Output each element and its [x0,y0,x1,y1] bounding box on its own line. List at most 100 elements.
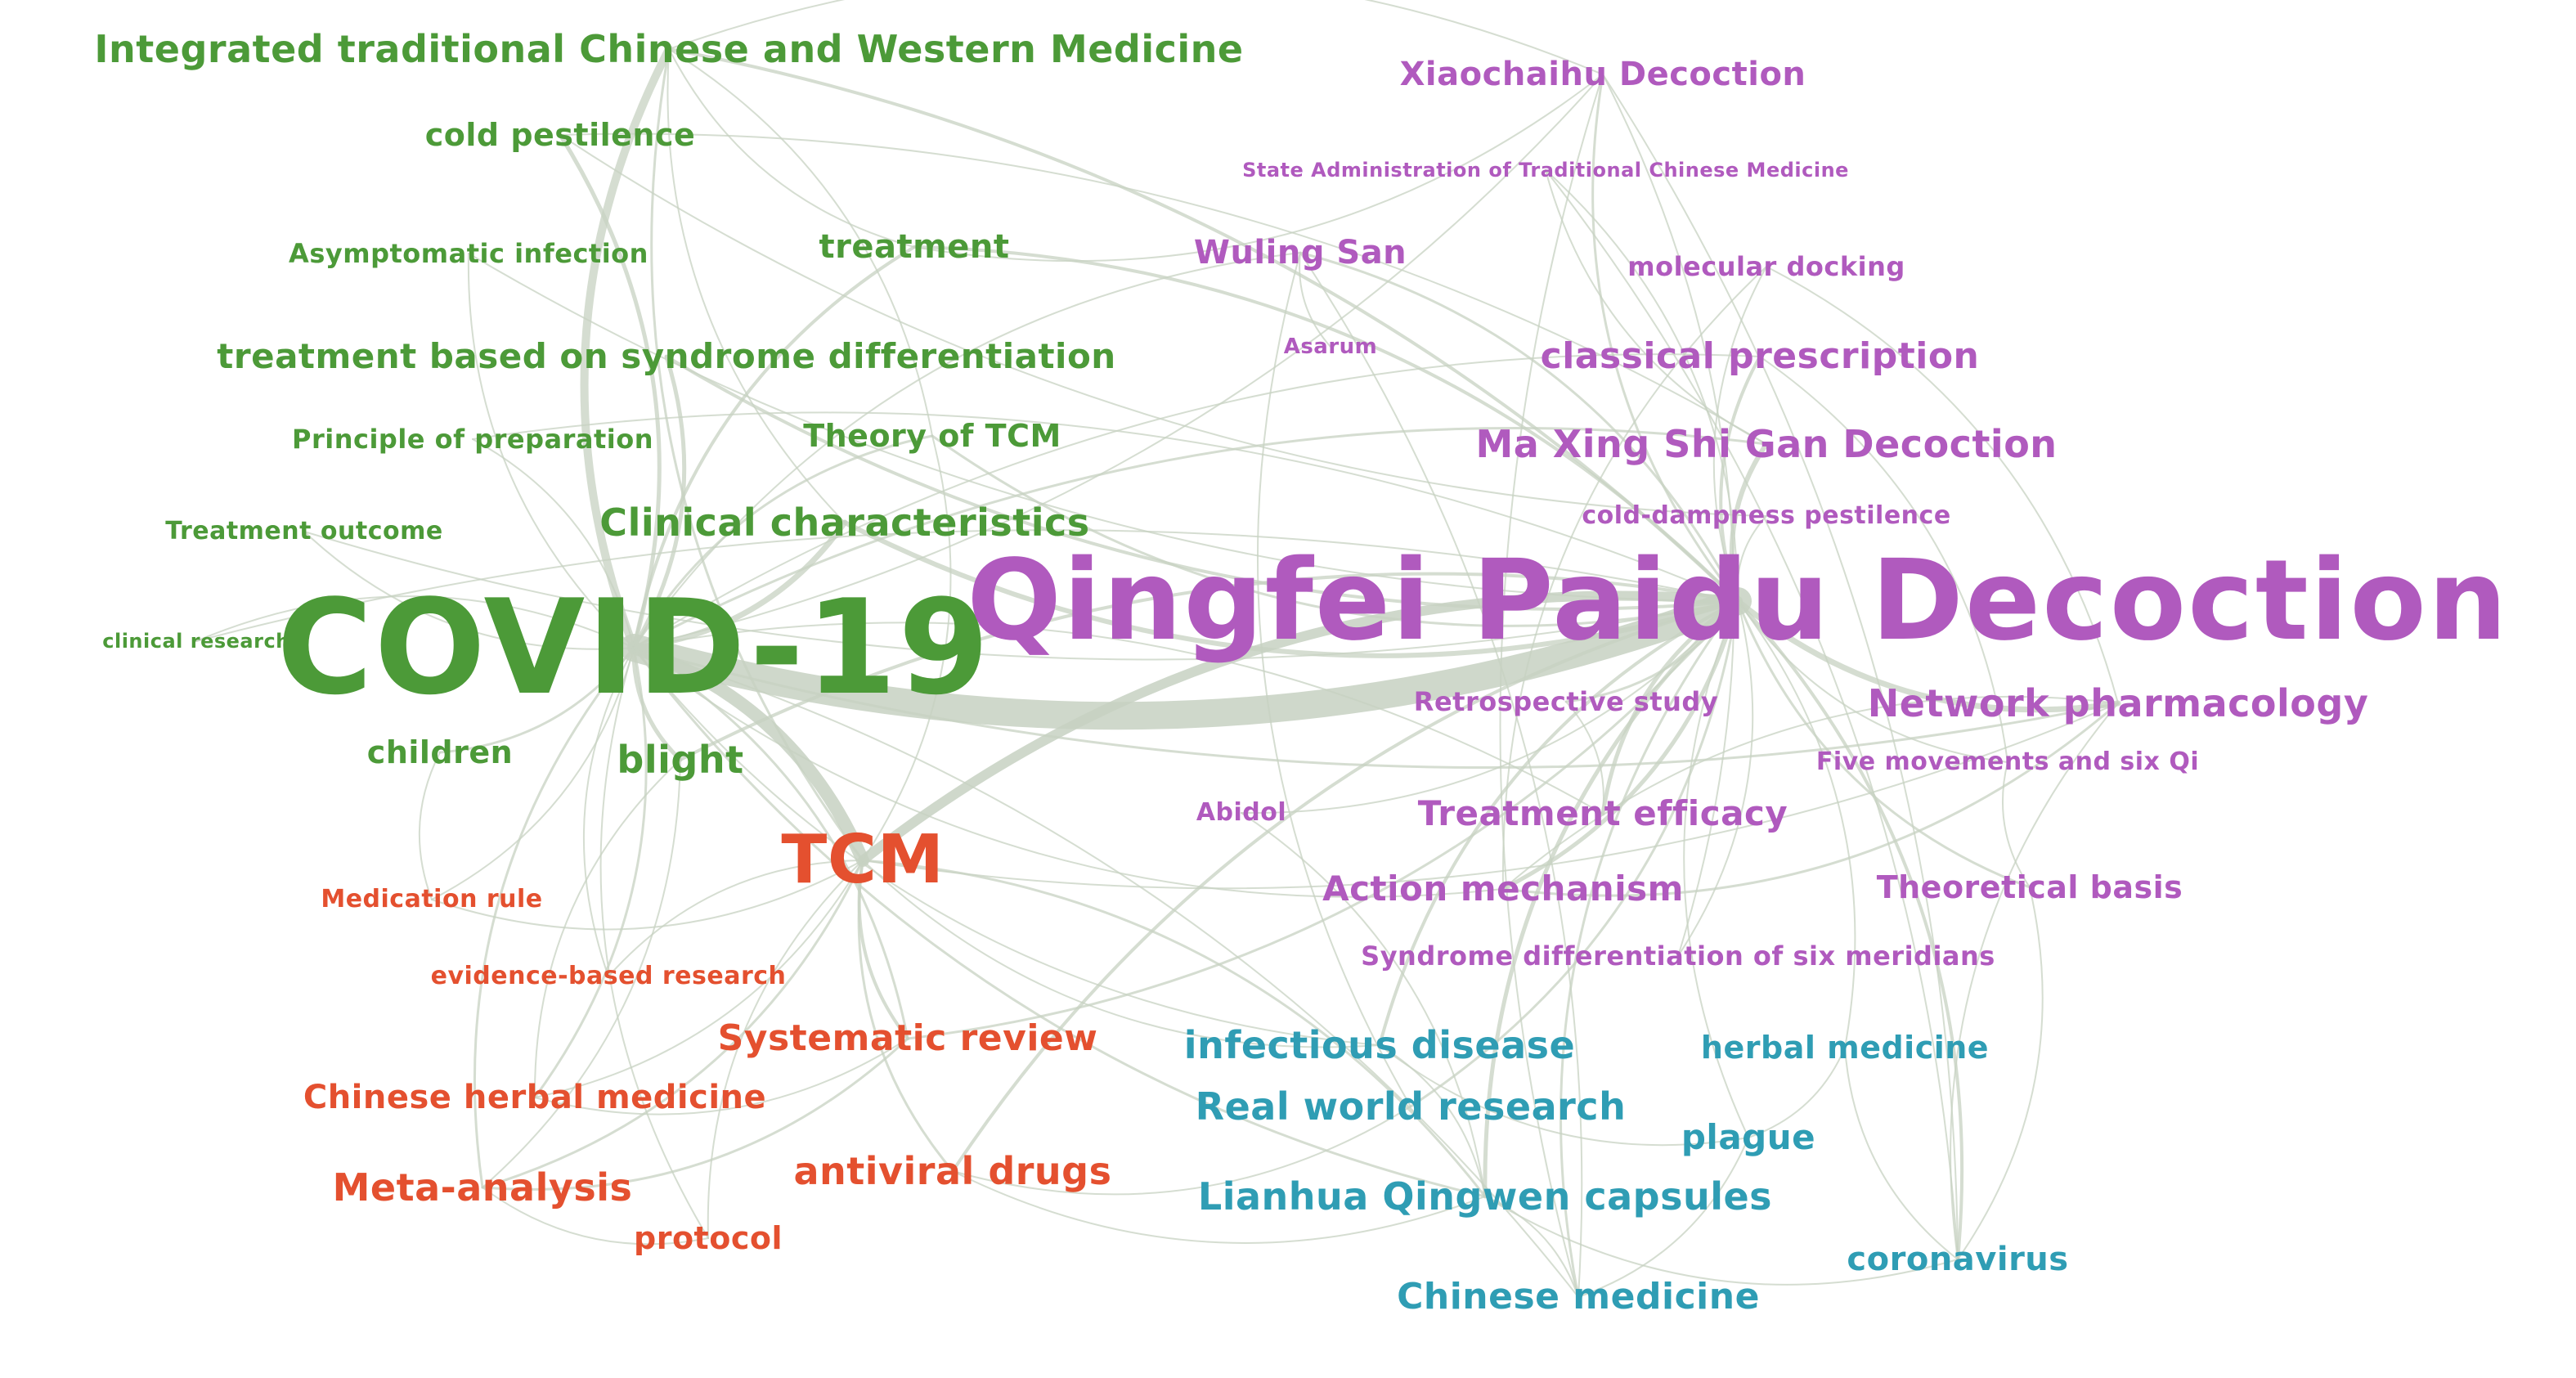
node-med-rule: Medication rule [321,885,543,913]
node-asarum: Asarum [1283,334,1378,359]
edge-qingfei-coronavirus [1736,599,1964,1261]
edge-cold_pestilence-cold_damp [559,134,1767,517]
edge-qingfei-syndrome_diff [665,355,1739,611]
edge-efficacy-retro [1565,701,1604,815]
node-meta: Meta-analysis [332,1165,633,1210]
edge-xiaochaihu-six_meridians [1602,74,1735,957]
node-covid: COVID-19 [276,571,991,724]
edge-qingfei-clinical_char [842,520,1740,658]
edge-integrated-xiaochaihu [668,0,1604,75]
edge-qingfei-systematic [906,599,1739,1040]
edge-wuling-real_world [1256,252,1411,1107]
edge-treatment-xiaochaihu [913,74,1604,263]
edge-covid-med_rule [431,647,635,900]
edge-qingfei-tcm [858,590,1743,865]
node-abidol: Abidol [1196,798,1287,827]
edge-covid-infectious [633,647,1380,1046]
edge-blight-meta [482,759,681,1188]
edge-covid-clinical_research [195,595,635,649]
node-blight: blight [617,738,744,782]
node-protocol: protocol [634,1220,783,1256]
edge-meta-protocol [482,1187,709,1246]
edge-qingfei-integrated [667,47,1739,603]
edge-qingfei-infectious [1378,599,1739,1047]
edge-tcm-meta [481,859,864,1189]
edge-covid-syndrome_diff [631,354,687,650]
node-chinese-med: Chinese medicine [1397,1276,1760,1317]
node-network: Network pharmacology [1867,681,2369,725]
node-xiaochaihu: Xiaochaihu Decoction [1399,56,1806,93]
node-lianhua: Lianhua Qingwen capsules [1197,1174,1773,1219]
edge-integrated-treatment [668,48,915,248]
edge-five_mov-theoretical [2001,761,2031,888]
edge-classical-five_mov [1759,356,2008,763]
edge-covid-treatment [632,245,916,649]
edge-qingfei-blight [679,572,1739,761]
edge-lianhua-infectious [1379,1044,1486,1197]
edge-qingfei-theoretical [1736,599,2031,889]
node-real-world: Real world research [1195,1084,1627,1129]
edge-covid-chinese_med [633,647,1579,1298]
edge-covid-classical [633,353,1761,649]
edge-blight-herbal_cn [533,759,681,1098]
node-theoretical: Theoretical basis [1876,869,2183,905]
edge-herbal_med-plague [1748,1047,1846,1138]
edge-principle-qingfei [472,411,1739,602]
node-coronavirus: coronavirus [1847,1241,2069,1278]
node-retro: Retrospective study [1413,686,1719,717]
node-asymptomatic: Asymptomatic infection [289,238,648,269]
edge-qingfei-herbal_med [1737,600,1856,1048]
node-clinical-research: clinical research [102,630,290,653]
edge-covid-qingfei [620,587,1752,730]
node-qingfei: Qingfei Paidu Decoction [967,536,2509,666]
node-integrated: Integrated traditional Chinese and Weste… [94,27,1244,71]
edge-covid-lianhua [632,646,1487,1198]
edge-qingfei-plague [1683,600,1749,1138]
edge-tcm-herbal_cn [534,860,864,1098]
node-classical: classical prescription [1540,335,1980,377]
edge-asymptomatic-qingfei [468,253,1739,602]
edge-xiaochaihu-chinese_med [1499,74,1604,1298]
edge-qingfei-real_world [1409,599,1739,1108]
edge-integrated-clinical_char [666,48,846,523]
edge-molecular-action [1501,266,1767,890]
edge-plague-chinese_med [1577,1137,1749,1298]
edge-tcm-network [862,702,2119,890]
edge-qingfei-efficacy [1600,599,1740,816]
edge-qingfei-network [1735,598,2121,713]
edge-wuling-chinese_med [1299,252,1583,1298]
edge-qingfei-wuling [1299,251,1739,603]
node-plague: plague [1681,1117,1816,1157]
edge-qingfei-xiaochaihu [1591,73,1739,603]
edge-systematic-herbal_cn [534,1038,909,1115]
edge-qingfei-state_admin [1545,169,1739,602]
node-treatment-outcome: Treatment outcome [165,517,443,545]
edge-covid-principle [472,438,635,649]
edge-wuling-asarum [1299,252,1331,348]
node-treatment: treatment [819,228,1010,266]
edge-covid-wuling [633,252,1301,649]
node-wuling: Wuling San [1193,234,1407,272]
node-infectious: infectious disease [1183,1023,1576,1067]
edge-tcm-integrated [650,47,864,862]
edge-covid-blight [631,645,683,762]
edge-abidol-qingfei [1241,600,1739,815]
node-action: Action mechanism [1322,869,1684,909]
node-children: children [366,734,514,770]
edge-covid-theory_tcm [632,434,934,649]
edge-state_admin-maxing [1545,169,1767,445]
node-evidence: evidence-based research [430,962,787,990]
edge-covid-maxing [632,426,1768,649]
edge-theoretical-coronavirus [1957,886,2044,1260]
edge-covid-action [633,647,1504,898]
edge-lianhua-abidol [1241,812,1486,1197]
edge-covid-herbal_cn [533,646,648,1099]
edge-qingfei-cold_damp [1736,515,1767,602]
edge-herbal_med-coronavirus [1844,1047,1959,1260]
edge-infectious-plague [1379,1044,1749,1147]
node-maxing: Ma Xing Shi Gan Decoction [1475,422,2058,466]
edge-lianhua-coronavirus [1484,1196,1959,1286]
edge-tcm-med_rule [431,860,864,931]
node-five-mov: Five movements and six Qi [1815,747,2200,776]
